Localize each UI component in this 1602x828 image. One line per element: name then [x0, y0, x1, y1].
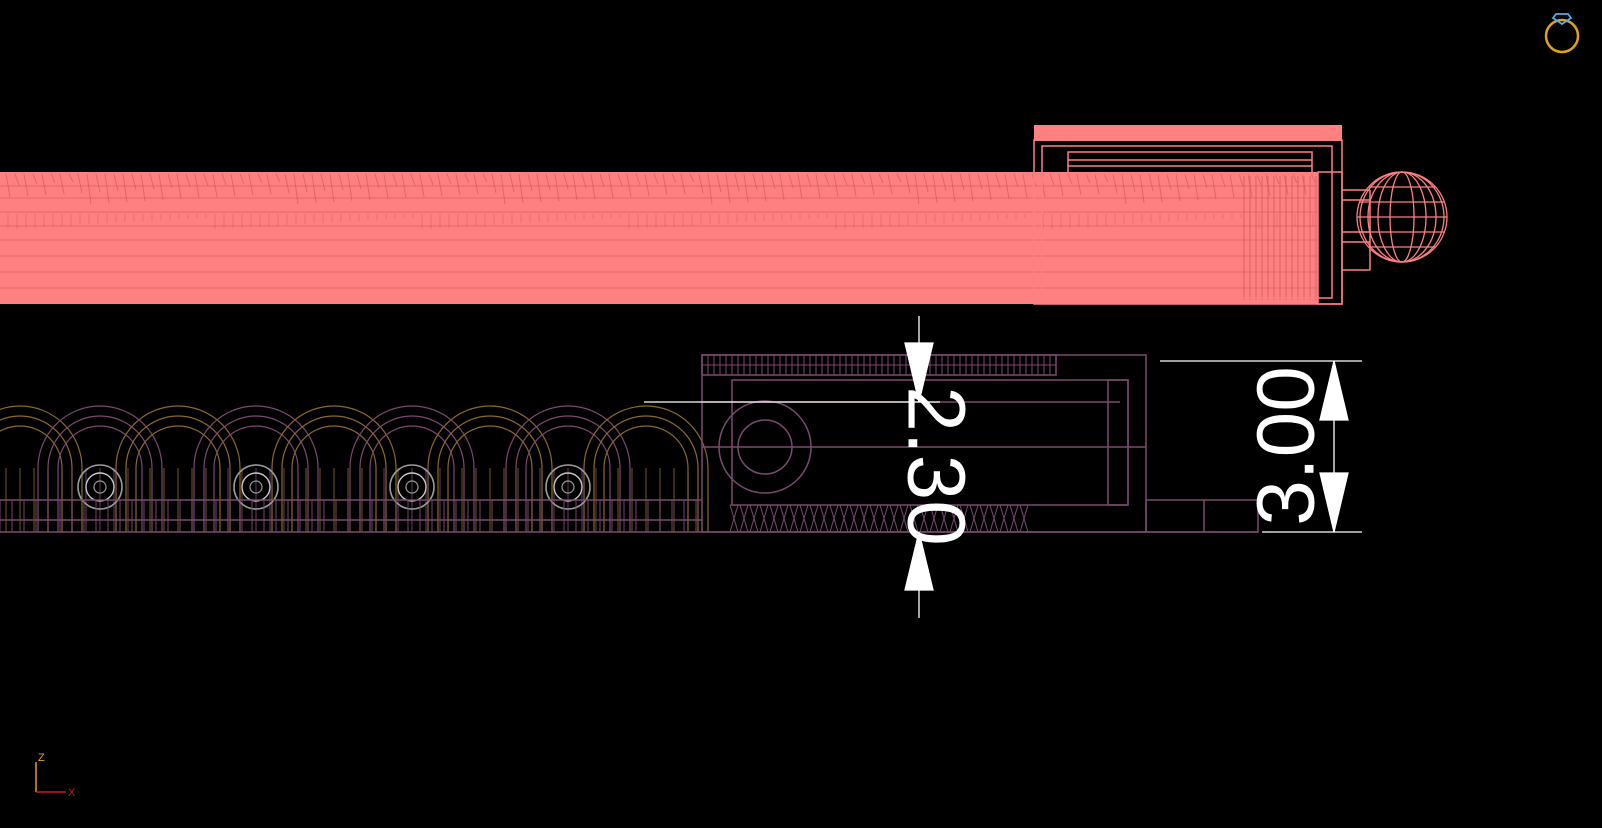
axis-triad: Z X — [35, 752, 76, 799]
gallery-arches — [0, 405, 709, 532]
ring-head-frame — [1033, 139, 1371, 305]
ring-icon[interactable] — [1544, 13, 1580, 54]
dimension-2-30-lines — [644, 316, 940, 618]
dimension-3-00[interactable]: 3.00 — [1160, 360, 1362, 533]
dimension-2-30[interactable]: 2.30 — [644, 316, 981, 618]
shank-top-grid — [701, 355, 1057, 375]
ring-icon-band — [1544, 18, 1580, 54]
ring-band-top-plate — [1034, 125, 1342, 141]
dimension-3-00-label: 3.00 — [1241, 366, 1332, 526]
axis-x-label: X — [68, 787, 76, 799]
dimension-2-30-label: 2.30 — [890, 386, 981, 546]
ring-band-wireframe[interactable] — [0, 125, 1448, 305]
axis-z-label: Z — [38, 752, 45, 764]
dimension-3-00-lines — [1160, 360, 1362, 533]
ring-band-body — [0, 172, 1318, 304]
gem-sphere-wireframe — [1356, 171, 1448, 263]
shank-wireframe[interactable] — [0, 354, 1259, 533]
ring-band-mesh-lines — [0, 173, 1318, 300]
ring-icon-gem — [1551, 13, 1573, 26]
shank-outline — [0, 354, 1259, 533]
shank-lower-lattice — [729, 504, 1030, 533]
